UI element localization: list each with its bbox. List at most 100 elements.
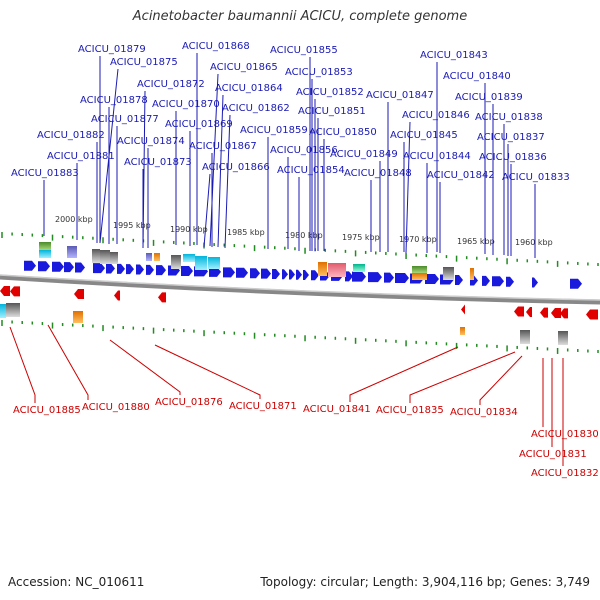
feature-box (328, 263, 346, 277)
feature-box (100, 250, 110, 264)
forward-gene-arrow (296, 269, 302, 280)
feature-box (146, 253, 152, 261)
reverse-gene-leader-line (47, 324, 89, 400)
forward-gene-label: ACICU_01878 (80, 95, 148, 106)
forward-gene-arrow (455, 275, 463, 286)
genome-summary-text: Topology: circular; Length: 3,904,116 bp… (260, 575, 590, 589)
forward-gene-arrow (506, 276, 514, 287)
feature-box (6, 303, 20, 317)
forward-gene-arrow (156, 265, 166, 276)
forward-gene-arrow (311, 270, 319, 281)
forward-gene-label: ACICU_01836 (479, 152, 547, 163)
forward-gene-label: ACICU_01843 (420, 50, 488, 61)
forward-gene-label: ACICU_01881 (47, 151, 115, 162)
reverse-gene-arrow (586, 309, 598, 320)
kbp-tick-label: 1975 kbp (342, 233, 380, 242)
kbp-tick-label: 1990 kbp (170, 225, 208, 234)
forward-gene-label: ACICU_01848 (344, 168, 412, 179)
forward-gene-arrow (64, 262, 74, 273)
reverse-gene-leader-line (409, 351, 516, 403)
feature-box (412, 266, 427, 273)
reverse-gene-label: ACICU_01832 (531, 468, 599, 479)
feature-box (460, 327, 465, 335)
feature-box (520, 330, 530, 344)
reverse-gene-label: ACICU_01831 (519, 449, 587, 460)
forward-gene-label: ACICU_01840 (443, 71, 511, 82)
forward-gene-arrow (146, 264, 154, 275)
kbp-tick-label: 1960 kbp (515, 238, 553, 247)
forward-gene-arrow (352, 271, 366, 282)
forward-gene-label: ACICU_01866 (202, 162, 270, 173)
feature-box (73, 311, 83, 323)
forward-gene-arrow (136, 264, 144, 275)
forward-gene-arrow (209, 266, 221, 277)
reverse-gene-arrow (10, 286, 20, 297)
forward-gene-label: ACICU_01839 (455, 92, 523, 103)
forward-gene-label: ACICU_01877 (91, 114, 159, 125)
feature-box (195, 256, 207, 270)
reverse-gene-leader-line (9, 326, 36, 403)
forward-gene-arrow (570, 278, 582, 289)
forward-gene-leader-line (217, 94, 224, 248)
forward-gene-label: ACICU_01846 (402, 110, 470, 121)
feature-box (183, 254, 195, 262)
forward-gene-arrow (38, 261, 50, 272)
feature-box (0, 304, 6, 318)
forward-gene-arrow (272, 268, 280, 279)
feature-box (67, 246, 77, 258)
feature-box (154, 253, 160, 261)
forward-gene-label: ACICU_01867 (189, 141, 257, 152)
forward-gene-arrow (75, 262, 85, 273)
forward-gene-arrow (117, 263, 125, 274)
forward-gene-arrow (52, 261, 64, 272)
forward-gene-arrow (532, 277, 538, 288)
reverse-gene-label: ACICU_01871 (229, 401, 297, 412)
forward-gene-label: ACICU_01864 (215, 83, 283, 94)
reverse-gene-label: ACICU_01835 (376, 405, 444, 416)
forward-gene-arrow (236, 267, 248, 278)
forward-gene-arrow (223, 267, 235, 278)
reverse-gene-leader-line (154, 344, 261, 399)
forward-gene-label: ACICU_01883 (11, 168, 79, 179)
reverse-gene-label: ACICU_01876 (155, 397, 223, 408)
reverse-gene-leader-line (479, 355, 523, 405)
forward-gene-arrow (282, 269, 288, 280)
feature-box (558, 331, 568, 345)
reverse-gene-label: ACICU_01841 (303, 404, 371, 415)
forward-gene-label: ACICU_01868 (182, 41, 250, 52)
forward-gene-arrow (93, 263, 105, 274)
forward-gene-label: ACICU_01833 (502, 172, 570, 183)
forward-gene-arrow (303, 269, 309, 280)
reverse-gene-label: ACICU_01880 (82, 402, 150, 413)
forward-gene-arrow (261, 268, 271, 279)
forward-gene-label: ACICU_01874 (117, 136, 185, 147)
forward-gene-arrow (24, 260, 36, 271)
genome-backbone-highlight (0, 274, 600, 301)
reverse-gene-arrow (551, 308, 561, 319)
forward-gene-label: ACICU_01838 (475, 112, 543, 123)
genome-backbone (0, 274, 600, 305)
forward-gene-label: ACICU_01872 (137, 79, 205, 90)
forward-gene-label: ACICU_01854 (277, 165, 345, 176)
forward-gene-arrow (425, 274, 439, 285)
reverse-gene-arrow (540, 307, 548, 318)
kbp-tick-label: 1980 kbp (285, 231, 323, 240)
forward-gene-arrow (126, 264, 134, 275)
forward-gene-label: ACICU_01855 (270, 45, 338, 56)
forward-gene-label: ACICU_01875 (110, 57, 178, 68)
forward-gene-leader-line (405, 121, 411, 254)
reverse-gene-arrow (114, 290, 120, 301)
reverse-gene-arrow (0, 286, 10, 296)
kbp-tick-label: 1970 kbp (399, 235, 437, 244)
reverse-gene-arrow (526, 307, 532, 318)
forward-gene-label: ACICU_01879 (78, 44, 146, 55)
forward-gene-label: ACICU_01853 (285, 67, 353, 78)
genome-title: Acinetobacter baumannii ACICU, complete … (132, 9, 468, 24)
forward-gene-label: ACICU_01850 (309, 127, 377, 138)
forward-gene-arrow (368, 272, 382, 283)
reverse-gene-arrow (461, 304, 465, 315)
forward-gene-label: ACICU_01856 (270, 145, 338, 156)
forward-gene-arrow (250, 268, 260, 279)
feature-box (443, 267, 454, 280)
